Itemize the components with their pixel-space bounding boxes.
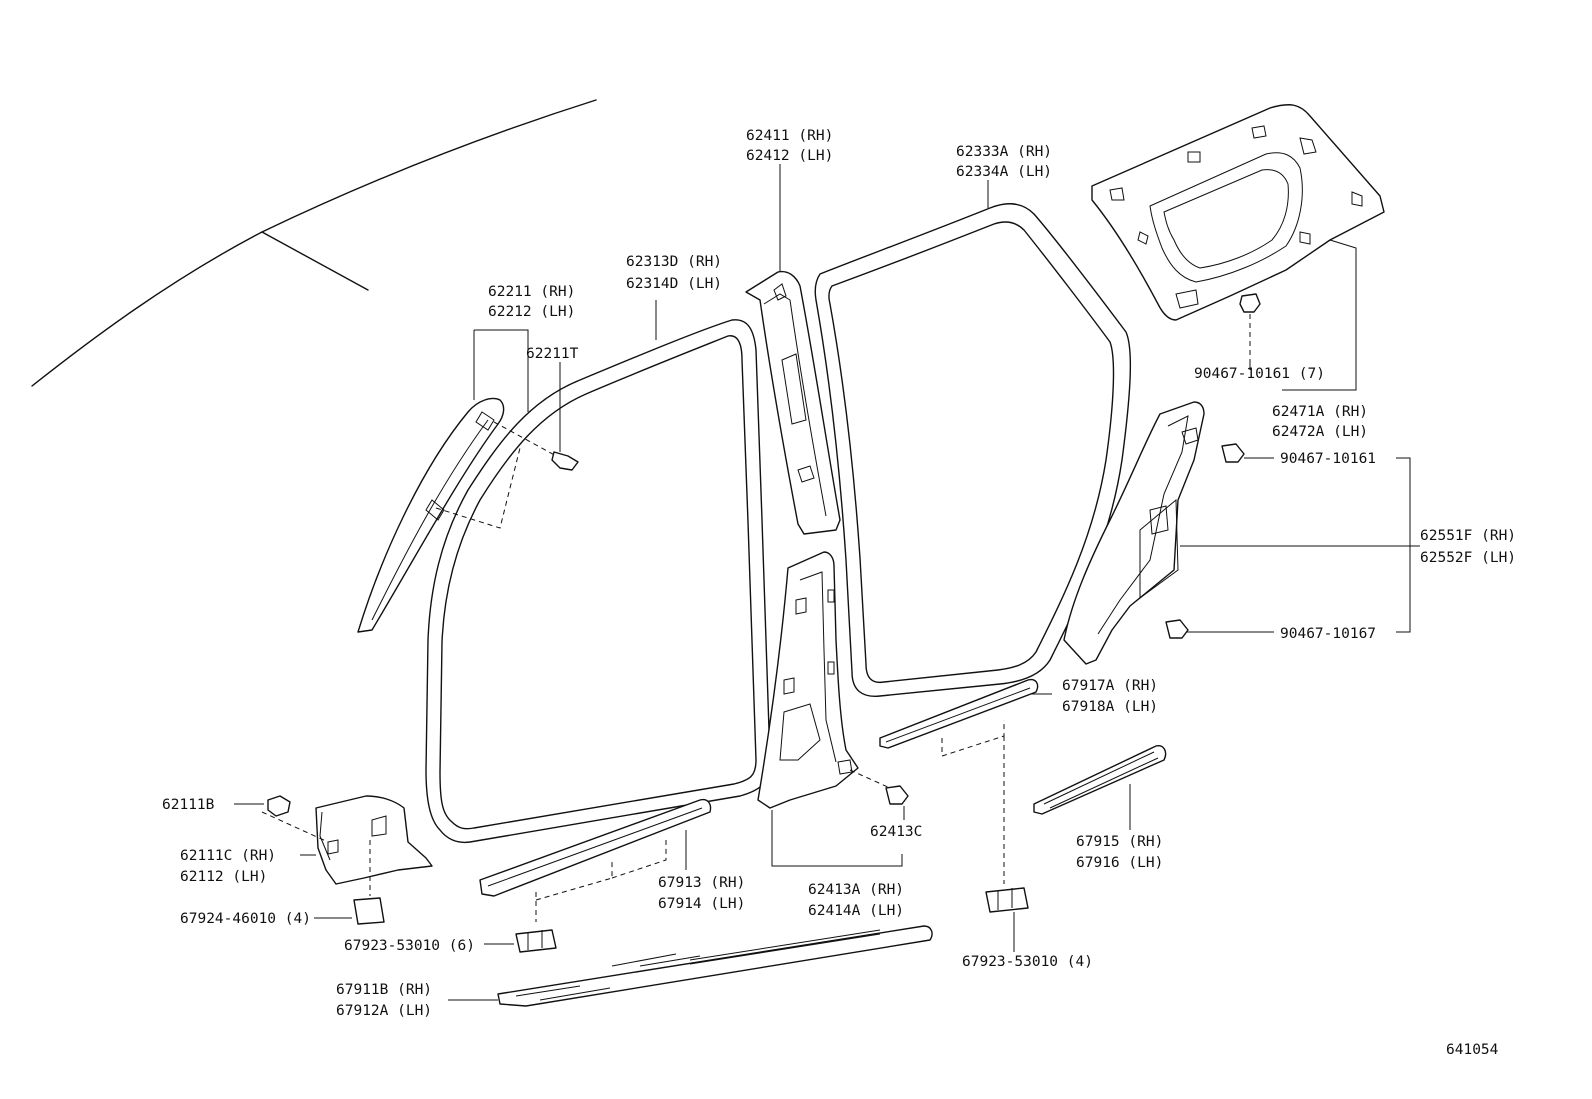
label-67913: 67913 (RH) bbox=[658, 875, 745, 891]
label-62472a: 62472A (LH) bbox=[1272, 424, 1368, 440]
label-67914: 67914 (LH) bbox=[658, 896, 745, 912]
clip-67923-front-icon bbox=[515, 929, 557, 953]
label-62111b: 62111B bbox=[162, 797, 215, 813]
rear-scuff-clip-guide bbox=[941, 720, 1005, 884]
label-67923-4: 67923-53010 (4) bbox=[962, 954, 1093, 970]
lower-garnish-clip-guide bbox=[849, 769, 891, 789]
clip-quarter-icon bbox=[1239, 293, 1261, 313]
label-62334a: 62334A (LH) bbox=[956, 164, 1052, 180]
label-62212: 62212 (LH) bbox=[488, 304, 575, 320]
label-62411: 62411 (RH) bbox=[746, 128, 833, 144]
clip-62111b-icon bbox=[267, 795, 291, 817]
clip-upper-deck-icon bbox=[1221, 443, 1245, 463]
label-90467-10161: 90467-10161 bbox=[1280, 451, 1376, 467]
center-pillar-lower-garnish[interactable] bbox=[757, 551, 859, 809]
clip-67923-rear-icon bbox=[985, 887, 1029, 913]
label-62111c: 62111C (RH) bbox=[180, 848, 276, 864]
label-67915: 67915 (RH) bbox=[1076, 834, 1163, 850]
clip-67924-icon bbox=[353, 897, 385, 925]
label-62471a: 62471A (RH) bbox=[1272, 404, 1368, 420]
label-67924: 67924-46010 (4) bbox=[180, 911, 311, 927]
label-62551f: 62551F (RH) bbox=[1420, 528, 1516, 544]
front-door-weatherstrip[interactable] bbox=[425, 319, 771, 844]
label-67917a: 67917A (RH) bbox=[1062, 678, 1158, 694]
label-62333a: 62333A (RH) bbox=[956, 144, 1052, 160]
label-62112: 62112 (LH) bbox=[180, 869, 267, 885]
label-67923-6: 67923-53010 (6) bbox=[344, 938, 475, 954]
garnish-clip-guide bbox=[435, 421, 561, 529]
center-pillar-upper-garnish[interactable] bbox=[745, 270, 841, 535]
diagram-id: 641054 bbox=[1446, 1042, 1499, 1058]
quarter-trim-panel[interactable] bbox=[1091, 104, 1385, 321]
label-62314d: 62314D (LH) bbox=[626, 276, 722, 292]
label-67918a: 67918A (LH) bbox=[1062, 699, 1158, 715]
label-90467-10161-7: 90467-10161 (7) bbox=[1194, 366, 1325, 382]
label-67911b: 67911B (RH) bbox=[336, 982, 432, 998]
clip-lower-deck-icon bbox=[1165, 619, 1189, 639]
label-62211t: 62211T bbox=[526, 346, 579, 362]
label-62313d: 62313D (RH) bbox=[626, 254, 722, 270]
label-62413a: 62413A (RH) bbox=[808, 882, 904, 898]
label-67912a: 67912A (LH) bbox=[336, 1003, 432, 1019]
rear-inner-scuff-plate[interactable] bbox=[879, 678, 1039, 749]
deck-side-trim[interactable] bbox=[1063, 401, 1205, 665]
label-62413c: 62413C bbox=[870, 824, 922, 840]
front-inner-scuff-plate[interactable] bbox=[479, 798, 712, 897]
label-90467-10167: 90467-10167 bbox=[1280, 626, 1376, 642]
label-67916: 67916 (LH) bbox=[1076, 855, 1163, 871]
label-62414a: 62414A (LH) bbox=[808, 903, 904, 919]
front-pillar-garnish[interactable] bbox=[357, 397, 505, 633]
part-labels: 62411 (RH) 62412 (LH) 62333A (RH) 62334A… bbox=[162, 128, 1516, 1058]
label-62412: 62412 (LH) bbox=[746, 148, 833, 164]
label-62552f: 62552F (LH) bbox=[1420, 550, 1516, 566]
cowl-clip-guide bbox=[261, 811, 371, 896]
leader-lines bbox=[234, 164, 1420, 1001]
clip-62211t-icon bbox=[551, 451, 579, 471]
cowl-side-trim[interactable] bbox=[315, 795, 433, 885]
roof-outline bbox=[31, 99, 597, 387]
rear-door-scuff-plate[interactable] bbox=[1033, 745, 1167, 815]
front-door-scuff-plate[interactable] bbox=[497, 925, 933, 1007]
clip-62413c-icon bbox=[885, 785, 909, 805]
front-scuff-clip-guide bbox=[535, 840, 667, 922]
label-62211: 62211 (RH) bbox=[488, 284, 575, 300]
